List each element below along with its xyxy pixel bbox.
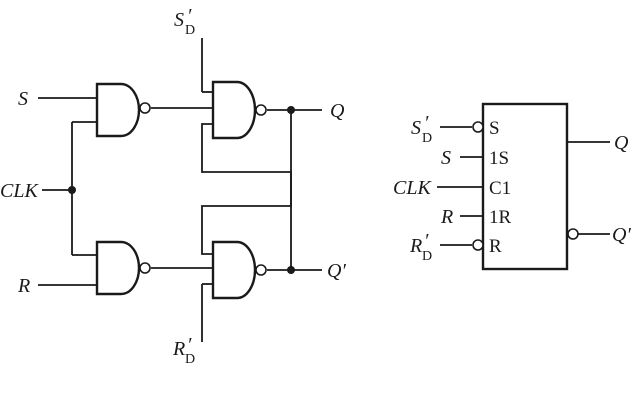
symbol-label-sd-prime: ′ xyxy=(424,112,429,134)
nand-gate-q-bubble xyxy=(255,104,267,116)
gate-level-circuit: S CLK R Q Q′ S ′ D R ′ D xyxy=(0,5,346,367)
pin-set: S xyxy=(489,118,500,139)
symbol-label-rd: R ′ D xyxy=(409,230,432,264)
symbol-label-rd-prime: ′ xyxy=(424,230,429,252)
pin-c1: C1 xyxy=(489,178,511,199)
clk-junction-dot xyxy=(68,186,76,194)
label-rd-sub: D xyxy=(185,352,195,367)
label-q-prime: Q′ xyxy=(327,260,346,282)
nand-gate-q xyxy=(211,80,267,140)
pin-reset: R xyxy=(489,236,502,257)
symbol-label-rd-base: R xyxy=(409,235,422,257)
nand-gate-q-prime-bubble xyxy=(255,264,267,276)
nand-gate-s-bubble xyxy=(139,102,151,114)
label-rd-base: R xyxy=(172,338,185,360)
symbol-rd-bubble xyxy=(472,239,484,251)
nand-gate-q-prime xyxy=(211,240,267,300)
nand-gate-s xyxy=(95,82,151,138)
nand-gate-r-bubble xyxy=(139,262,151,274)
label-sd-prime: ′ xyxy=(187,5,192,27)
symbol-label-sd: S ′ D xyxy=(411,112,432,146)
label-sd-base: S xyxy=(174,9,184,31)
label-r: R xyxy=(17,275,30,297)
label-rd-prime: ′ xyxy=(187,334,192,356)
label-sd-preset: S ′ D xyxy=(174,5,195,38)
label-q: Q xyxy=(330,100,345,122)
symbol-label-sd-sub: D xyxy=(422,131,432,146)
symbol-label-rd-sub: D xyxy=(422,249,432,264)
symbol-label-s: S xyxy=(441,147,451,169)
pin-1s: 1S xyxy=(489,148,509,169)
symbol-label-q-prime: Q′ xyxy=(612,224,631,246)
symbol-sd-bubble xyxy=(472,121,484,133)
label-sd-sub: D xyxy=(185,23,195,38)
symbol-label-r: R xyxy=(440,206,453,228)
symbol-label-clk: CLK xyxy=(393,177,432,199)
label-rd-clear: R ′ D xyxy=(172,334,195,367)
logic-symbol: S 1S C1 1R R S ′ D S CLK R R ′ D Q Q′ xyxy=(393,102,631,271)
label-s: S xyxy=(18,88,28,110)
symbol-label-q: Q xyxy=(614,132,629,154)
symbol-q-prime-bubble xyxy=(567,228,579,240)
pin-1r: 1R xyxy=(489,207,512,228)
wire-q-prime-feedback xyxy=(201,123,292,270)
nand-gate-r xyxy=(95,240,151,296)
symbol-label-sd-base: S xyxy=(411,117,421,139)
label-clk: CLK xyxy=(0,180,39,202)
